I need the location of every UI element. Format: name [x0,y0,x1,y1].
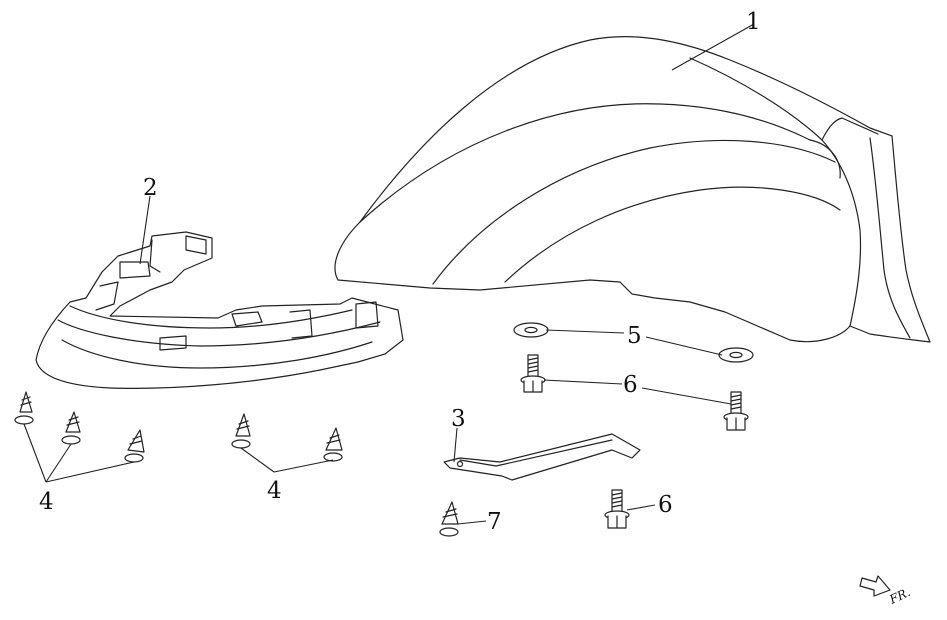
flange-bolt-3 [604,489,630,529]
callout-6-lower: 6 [658,492,673,518]
screw-7 [439,501,459,537]
flange-bolt-1 [520,354,546,393]
screw-4a [14,391,34,425]
callout-6-upper: 6 [623,372,638,398]
callout-4-right: 4 [267,478,282,504]
front-bracket [35,231,404,389]
front-direction-arrow-icon [859,575,891,597]
washer-2 [718,347,754,363]
callout-4-left: 4 [39,489,54,515]
fender-stay [443,433,641,481]
callout-2: 2 [143,175,158,201]
screw-4d [231,413,251,449]
front-fender [334,36,931,343]
callout-3: 3 [451,406,466,432]
callout-1: 1 [746,9,761,35]
screw-4c [124,429,145,463]
screw-4e [323,427,343,462]
callout-5: 5 [627,323,642,349]
washer-1 [513,322,549,338]
flange-bolt-2 [723,391,749,431]
screw-4b [61,411,81,445]
leader-lines [23,23,755,525]
front-direction-label: FR. [886,585,912,607]
callout-7: 7 [487,509,502,535]
